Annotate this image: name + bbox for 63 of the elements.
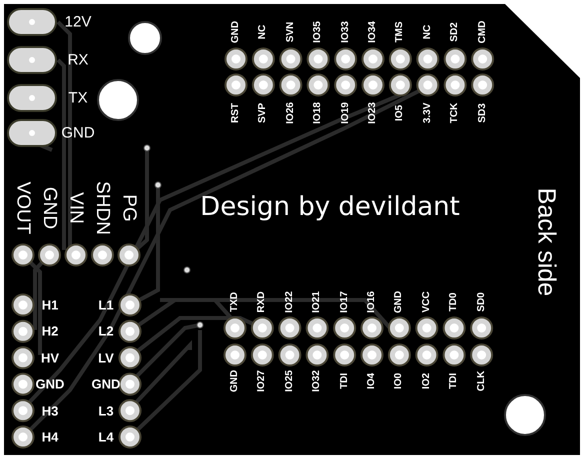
pin-label: PG xyxy=(120,194,138,222)
pin-label: GND xyxy=(36,378,64,391)
pin-label: IO4 xyxy=(367,372,377,390)
pin-label: IO26 xyxy=(286,102,296,124)
pin-label: IO2 xyxy=(422,372,432,390)
pin-label: TD0 xyxy=(449,292,460,312)
pin-label: L2 xyxy=(98,324,114,338)
pin-label: HV xyxy=(40,351,60,364)
pin-label: SVP xyxy=(258,103,268,123)
pin-label: VCC xyxy=(422,291,432,313)
pin-label: TMS xyxy=(395,21,406,43)
pin-label: IO23 xyxy=(368,102,378,124)
pin-label: IO25 xyxy=(284,370,295,392)
pin-label: IO33 xyxy=(340,21,351,43)
pin-label: CMD xyxy=(478,20,488,44)
pin-label: SD3 xyxy=(478,103,488,123)
pin-label: 12V xyxy=(64,14,92,30)
pin-label: RST xyxy=(231,103,241,123)
pin-label: H4 xyxy=(42,430,58,444)
pin-label: NC xyxy=(422,24,433,40)
pin-label: IO17 xyxy=(340,291,350,313)
pin-label: IO32 xyxy=(312,370,322,392)
pin-label: GND xyxy=(40,186,59,230)
pin-label: CLK xyxy=(476,370,487,392)
side-label: Back side xyxy=(534,188,558,296)
pin-label: VIN xyxy=(66,192,86,224)
pin-label: IO0 xyxy=(394,372,404,390)
pin-label: TX xyxy=(68,90,88,106)
pin-label: IO27 xyxy=(257,370,268,392)
pin-label: H1 xyxy=(42,298,58,312)
pin-label: TCK xyxy=(450,102,460,124)
pin-label: GND xyxy=(92,378,120,391)
pin-label: 3.3V xyxy=(422,102,433,124)
pin-label: RXD xyxy=(257,291,268,313)
pin-label: IO18 xyxy=(313,102,324,124)
pin-label: SD2 xyxy=(450,22,460,42)
credit-text: Design by devildant xyxy=(200,194,460,220)
pin-label: GND xyxy=(231,20,241,44)
pin-label: H2 xyxy=(42,324,58,338)
pin-label: SD0 xyxy=(476,292,487,312)
pin-label: L1 xyxy=(98,298,114,312)
pin-label: RX xyxy=(68,52,88,68)
pin-label: IO34 xyxy=(368,21,378,43)
pin-label: L3 xyxy=(98,404,114,418)
pin-label: TXD xyxy=(230,292,240,312)
pin-label: IO19 xyxy=(340,102,351,124)
pin-label: H3 xyxy=(42,404,58,418)
pin-label: GND xyxy=(394,290,404,314)
pin-label: LV xyxy=(98,351,114,364)
pin-label: IO22 xyxy=(284,291,295,313)
pin-label: IO21 xyxy=(312,291,322,313)
pin-label: L4 xyxy=(98,430,114,444)
pin-label: IO5 xyxy=(395,104,406,122)
pin-label: VOUT xyxy=(14,182,32,234)
pin-label: SVN xyxy=(286,22,296,42)
pin-label: GND xyxy=(61,126,95,140)
pin-label: NC xyxy=(258,24,268,40)
pin-label: IO35 xyxy=(313,21,324,43)
pin-label: SHDN xyxy=(93,181,112,235)
pin-label: TDI xyxy=(449,372,460,390)
pin-label: IO16 xyxy=(367,291,377,313)
pin-label: GND xyxy=(230,370,240,392)
pin-label: TDI xyxy=(340,372,350,390)
